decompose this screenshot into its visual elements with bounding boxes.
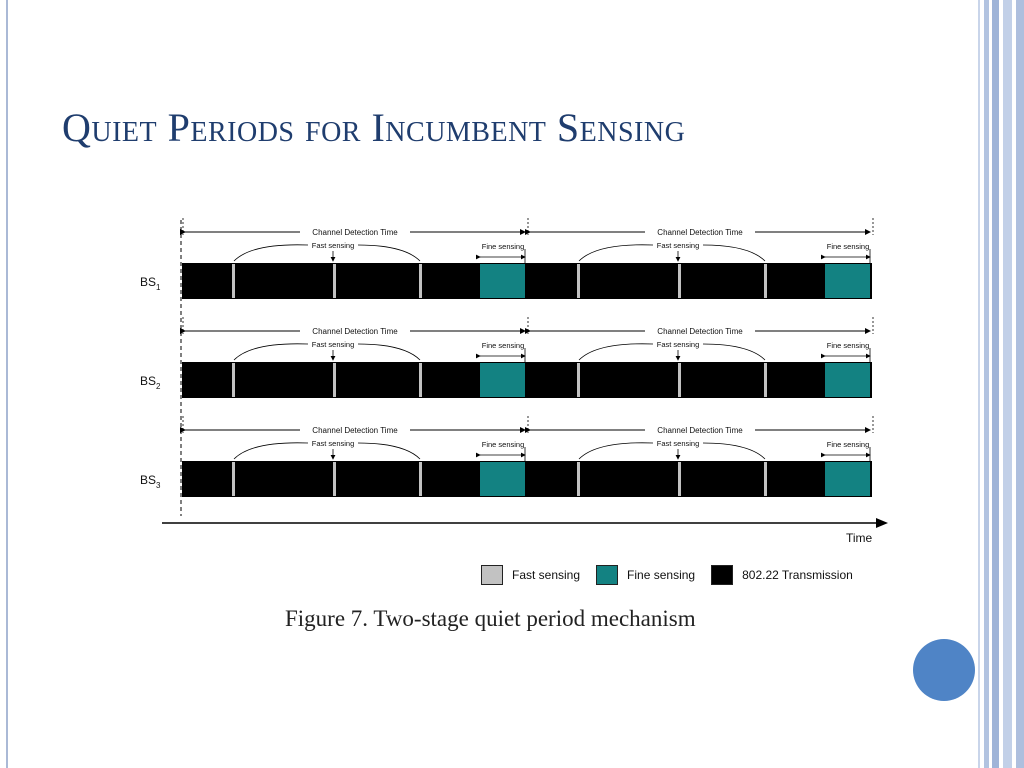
fine-sensing-label: Fine sensing [482,440,525,449]
fine-sensing-label: Fine sensing [482,341,525,350]
fast-sensing-curve [578,343,654,361]
fast-sensing-slot [764,363,767,397]
fast-sensing-curve [233,442,309,460]
figure-caption: Figure 7. Two-stage quiet period mechani… [285,606,696,631]
fast-sensing-slot [232,363,235,397]
legend-item-fast: Fast sensing [481,565,580,585]
fast-sensing-curve [233,343,309,361]
fast-sensing-slot [577,363,580,397]
fine-sensing-label: Fine sensing [827,341,870,350]
fine-sensing-label: Fine sensing [827,440,870,449]
legend-label-transmission: 802.22 Transmission [742,568,853,582]
decorative-circle [913,639,975,701]
legend-label-fine: Fine sensing [627,568,696,582]
bs-label: BS1 [140,275,161,292]
bs-label: BS3 [140,473,161,490]
fast-sensing-label: Fast sensing [657,241,700,250]
transmission-bar [182,362,872,398]
time-axis-arrowhead [876,518,888,528]
fast-sensing-slot [419,363,422,397]
fast-sensing-curve [357,442,421,460]
legend-label-fast: Fast sensing [512,568,581,582]
bs-label-subscript: 1 [156,283,161,292]
fast-sensing-slot [333,363,336,397]
fast-sensing-slot [678,264,681,298]
fine-sensing-slot [480,264,525,298]
channel-detection-label: Channel Detection Time [312,426,398,435]
fast-sensing-slot [232,462,235,496]
fast-sensing-slot [333,462,336,496]
fast-sensing-slot [333,264,336,298]
legend-item-fine: Fine sensing [596,565,695,585]
bs-label-subscript: 3 [156,481,161,490]
legend: Fast sensing Fine sensing 802.22 Transmi… [481,563,869,587]
fast-sensing-slot [577,462,580,496]
channel-detection-label: Channel Detection Time [657,327,743,336]
fast-sensing-slot [678,462,681,496]
fast-sensing-slot [764,462,767,496]
fast-sensing-curve [578,244,654,262]
fast-sensing-slot [232,264,235,298]
left-frame-line [6,0,8,768]
fast-sensing-label: Fast sensing [657,340,700,349]
time-axis-label: Time [846,531,873,542]
channel-detection-label: Channel Detection Time [312,228,398,237]
fast-sensing-label: Fast sensing [312,439,355,448]
fast-sensing-curve [702,343,766,361]
fast-sensing-curve [357,343,421,361]
transmission-bar [182,263,872,299]
fast-sensing-curve [702,442,766,460]
transmission-bar [182,461,872,497]
fast-sensing-curve [702,244,766,262]
fast-sensing-slot [764,264,767,298]
fine-sensing-slot [480,462,525,496]
bs-label-subscript: 2 [156,382,161,391]
fine-sensing-label: Fine sensing [482,242,525,251]
fast-sensing-slot [419,462,422,496]
channel-detection-label: Channel Detection Time [657,228,743,237]
right-decorative-border [976,0,1024,768]
channel-detection-label: Channel Detection Time [312,327,398,336]
bs-label: BS2 [140,374,161,391]
fine-sensing-slot [825,264,870,298]
fast-sensing-curve [357,244,421,262]
legend-swatch-fast [481,565,503,585]
legend-item-transmission: 802.22 Transmission [711,565,853,585]
legend-swatch-transmission [711,565,734,585]
legend-swatch-fine [596,565,619,585]
fast-sensing-label: Fast sensing [312,241,355,250]
fine-sensing-label: Fine sensing [827,242,870,251]
fine-sensing-slot [480,363,525,397]
fast-sensing-curve [578,442,654,460]
fine-sensing-slot [825,462,870,496]
channel-detection-label: Channel Detection Time [657,426,743,435]
fast-sensing-slot [419,264,422,298]
slide-title: Quiet Periods for Incumbent Sensing [62,105,686,150]
fine-sensing-slot [825,363,870,397]
fast-sensing-curve [233,244,309,262]
fast-sensing-label: Fast sensing [657,439,700,448]
fast-sensing-label: Fast sensing [312,340,355,349]
fast-sensing-slot [678,363,681,397]
time-axis: Time [162,220,888,545]
fast-sensing-slot [577,264,580,298]
